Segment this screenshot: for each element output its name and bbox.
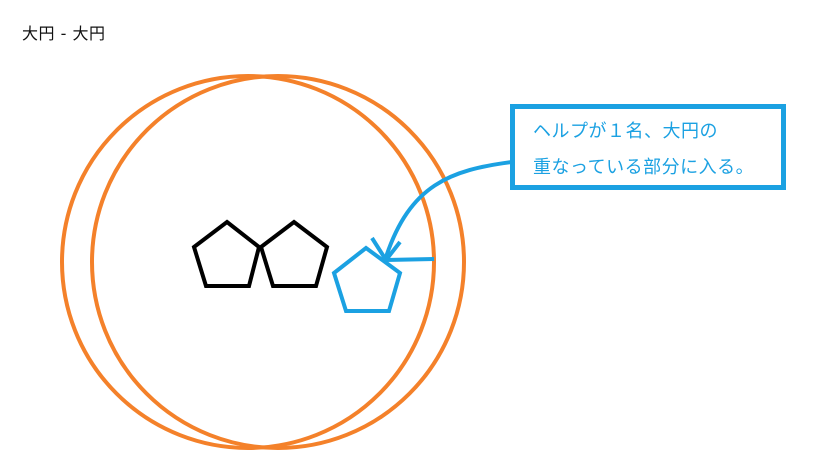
- member-pentagon-icon-right: [258, 219, 330, 288]
- large-circle-right: [90, 74, 466, 450]
- helper-pentagon-icon: [331, 245, 403, 313]
- callout-text-line-2: 重なっている部分に入る。: [533, 157, 755, 178]
- callout-arrow-tail: [385, 257, 435, 262]
- callout-text-line-1: ヘルプが１名、大円の: [533, 121, 718, 142]
- callout-arrow-icon: [384, 160, 513, 258]
- callout-box: ヘルプが１名、大円の 重なっている部分に入る。: [510, 104, 786, 190]
- page-title: 大円 - 大円: [22, 24, 106, 43]
- member-pentagon-icon-left: [191, 219, 262, 288]
- large-circle-left: [60, 74, 436, 450]
